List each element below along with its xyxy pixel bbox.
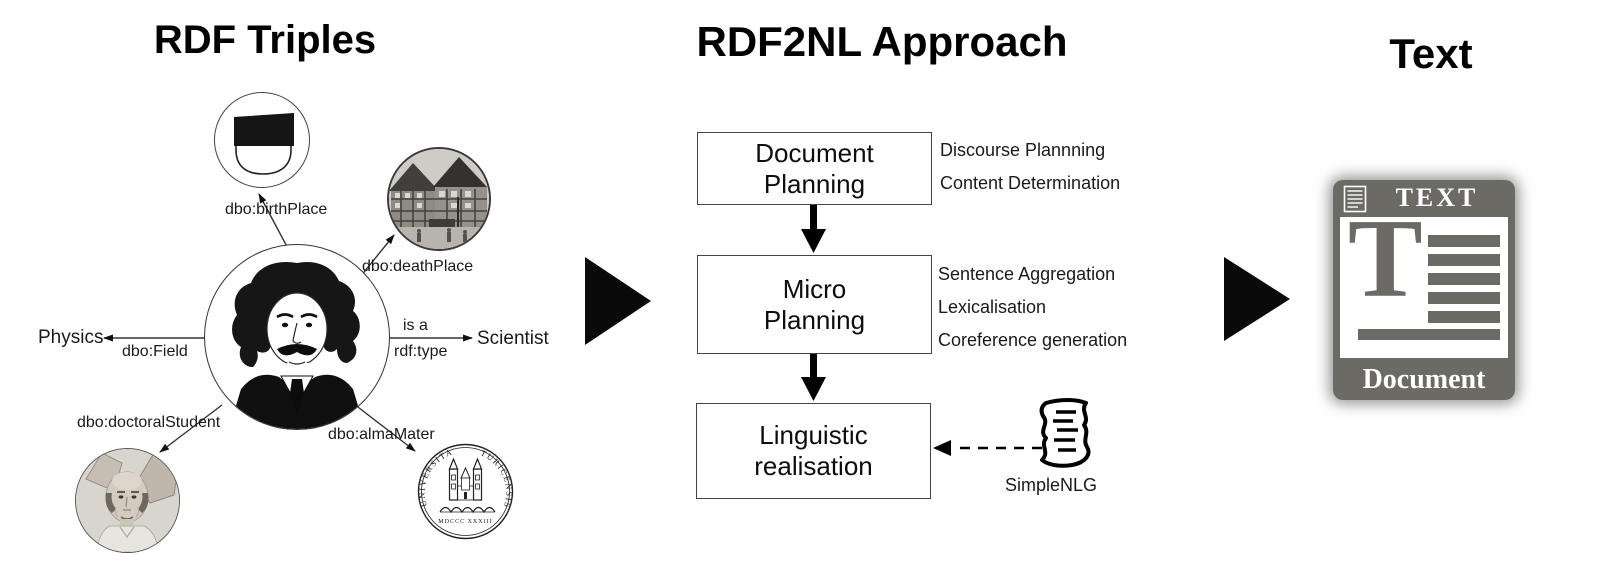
linguistic-realisation-box: Linguistic realisation (696, 403, 931, 499)
box-line: Linguistic (759, 420, 868, 450)
rdf2nl-approach-title: RDF2NL Approach (696, 18, 1068, 65)
annotation-discourse-planning: Discourse Plannning (940, 140, 1106, 160)
annotation-content-determination: Content Determination (940, 173, 1121, 193)
edge-label-almamater: dbo:almaMater (328, 426, 435, 443)
annotation-sentence-aggregation: Sentence Aggregation (938, 264, 1116, 284)
edge-label-isa: is a (403, 317, 428, 334)
building-photo (389, 149, 489, 249)
simplenlg-tool (1032, 398, 1094, 470)
rdf-triples-title: RDF Triples (153, 18, 377, 62)
dashed-arrow-head (933, 440, 951, 456)
text-line-bar (1428, 311, 1500, 323)
doctoralstudent-node (75, 448, 180, 553)
document-body: T (1340, 197, 1508, 358)
flow-arrow-stem-2 (810, 352, 817, 379)
flow-arrow-head-2 (801, 377, 826, 401)
deathplace-node (387, 147, 491, 251)
text-line-bar (1428, 273, 1500, 285)
edge-label-doctoralstudent: dbo:doctoralStudent (77, 414, 221, 431)
big-letter-t: T (1348, 197, 1423, 321)
einstein-portrait (229, 261, 365, 429)
text-title: Text (1389, 30, 1473, 77)
micro-planning-box: Micro Planning (697, 255, 932, 354)
document-footer-text: Document (1362, 364, 1486, 395)
university-seal-icon: UNIVERSITAS TURICENSIS MDCCC XXXIII (416, 442, 514, 540)
text-line-bar (1428, 235, 1500, 247)
box-line: realisation (754, 451, 873, 481)
text-line-bar-long (1358, 329, 1500, 340)
scientist-node-label: Scientist (477, 328, 549, 349)
birthplace-node (214, 92, 310, 188)
page-icon (1343, 185, 1367, 213)
document-header-text: TEXT (1395, 183, 1479, 212)
box-line: Micro (782, 273, 847, 304)
simplenlg-label: SimpleNLG (1005, 475, 1098, 495)
shield-icon (234, 113, 294, 175)
portrait-photo (76, 449, 179, 552)
flow-arrow-stem-1 (810, 203, 817, 231)
edge-label-field: dbo:Field (122, 343, 188, 360)
annotation-coreference-generation: Coreference generation (938, 330, 1128, 350)
edge-label-birthplace: dbo:birthPlace (225, 201, 328, 218)
text-line-bar (1428, 292, 1500, 304)
document-header: TEXT (1333, 180, 1515, 217)
text-document-icon: TEXT T Document (1333, 180, 1515, 400)
box-line: Document (755, 137, 874, 168)
text-line-bar (1428, 254, 1500, 266)
edge-label-rdftype: rdf:type (394, 343, 448, 360)
box-line: Planning (763, 304, 866, 335)
edge-label-deathplace: dbo:deathPlace (362, 258, 474, 275)
section-arrow-icon-1 (585, 257, 651, 345)
scroll-icon (1039, 398, 1091, 468)
flow-arrow-head-1 (801, 229, 826, 253)
annotation-lexicalisation: Lexicalisation (938, 297, 1047, 317)
almamater-node: UNIVERSITAS TURICENSIS MDCCC XXXIII (416, 442, 515, 541)
physics-node-label: Physics (38, 327, 104, 348)
einstein-node (204, 244, 390, 430)
box-line: Planning (763, 168, 866, 199)
document-planning-box: Document Planning (697, 132, 932, 205)
section-arrow-icon-2 (1224, 257, 1290, 341)
seal-text-bottom: MDCCC XXXIII (438, 519, 492, 525)
